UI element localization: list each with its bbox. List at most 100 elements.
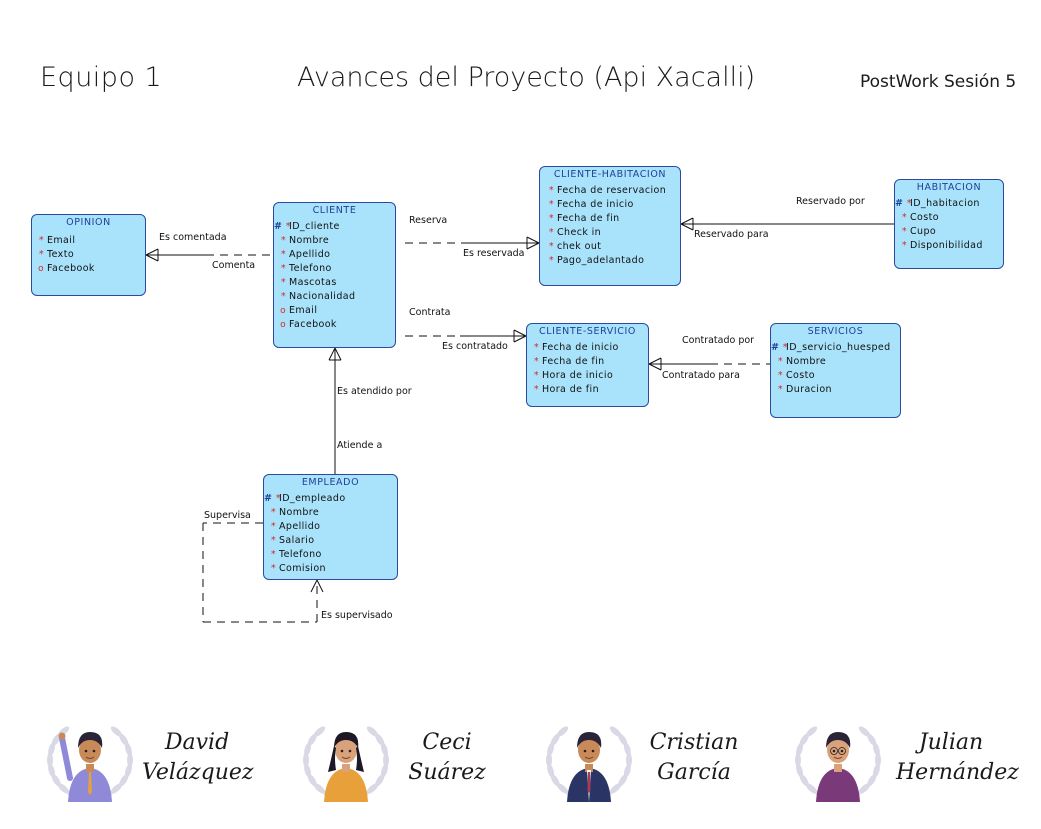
attribute-marker: * bbox=[38, 235, 44, 246]
entity-empleado[interactable]: EMPLEADO # *ID_empleado*Nombre*Apellido*… bbox=[263, 474, 398, 580]
attribute-marker: * bbox=[901, 240, 907, 251]
attribute: *Apellido bbox=[274, 248, 395, 262]
attribute-marker: # * bbox=[274, 221, 291, 232]
attribute-text: Fecha de fin bbox=[542, 356, 605, 367]
attribute-marker: * bbox=[548, 185, 554, 196]
attribute-list: # *ID_empleado*Nombre*Apellido*Salario*T… bbox=[264, 492, 397, 576]
attribute: *Nacionalidad bbox=[274, 290, 395, 304]
rel-label-es-atendido-por: Es atendido por bbox=[337, 386, 412, 397]
attribute: *Duracion bbox=[771, 383, 900, 397]
attribute-text: Nacionalidad bbox=[289, 291, 356, 302]
attribute: *Costo bbox=[895, 211, 1003, 225]
rel-label-es-supervisado: Es supervisado bbox=[321, 610, 393, 621]
attribute: *Hora de fin bbox=[527, 383, 648, 397]
avatar bbox=[546, 726, 632, 802]
attribute: *Apellido bbox=[264, 520, 397, 534]
entity-name: CLIENTE-HABITACION bbox=[553, 169, 667, 180]
attribute: *Telefono bbox=[264, 548, 397, 562]
entity-cliente[interactable]: CLIENTE # *ID_cliente*Nombre*Apellido*Te… bbox=[273, 202, 396, 348]
entity-cliente-servicio[interactable]: CLIENTE-SERVICIO *Fecha de inicio*Fecha … bbox=[526, 323, 649, 407]
attribute-marker: * bbox=[533, 356, 539, 367]
attribute: *Fecha de fin bbox=[542, 212, 680, 226]
attribute-marker: * bbox=[901, 212, 907, 223]
attribute-marker: * bbox=[38, 249, 44, 260]
attribute-marker: * bbox=[533, 370, 539, 381]
attribute-marker: o bbox=[280, 320, 286, 330]
attribute-marker: * bbox=[777, 384, 783, 395]
crowfoot-cliente-bottom bbox=[328, 347, 342, 361]
crowfoot-opinion bbox=[145, 248, 159, 262]
attribute: *Nombre bbox=[771, 355, 900, 369]
rel-label-es-comentada: Es comentada bbox=[159, 232, 227, 243]
rel-label-reserva: Reserva bbox=[409, 215, 448, 226]
attribute-marker: * bbox=[777, 356, 783, 367]
attribute: # *ID_cliente bbox=[274, 220, 395, 234]
entity-cliente-habitacion[interactable]: CLIENTE-HABITACION *Fecha de reservacion… bbox=[539, 166, 681, 286]
attribute-text: ID_habitacion bbox=[910, 198, 980, 209]
attribute: *Costo bbox=[771, 369, 900, 383]
attribute: *Mascotas bbox=[274, 276, 395, 290]
entity-name: CLIENTE bbox=[312, 205, 357, 216]
attribute-text: ID_empleado bbox=[279, 493, 346, 504]
attribute-marker: * bbox=[270, 507, 276, 518]
crowfoot-cliente-habitacion-left bbox=[526, 236, 540, 250]
rel-label-es-contratado: Es contratado bbox=[442, 341, 508, 352]
attribute: *Disponibilidad bbox=[895, 239, 1003, 253]
rel-label-reservado-por: Reservado por bbox=[796, 196, 865, 207]
attribute: *Texto bbox=[32, 248, 145, 262]
attribute-list: *Fecha de inicio*Fecha de fin*Hora de in… bbox=[527, 341, 648, 397]
attribute-marker: * bbox=[280, 277, 286, 288]
attribute-text: Duracion bbox=[786, 384, 832, 395]
attribute: # *ID_empleado bbox=[264, 492, 397, 506]
attribute-marker: * bbox=[270, 535, 276, 546]
attribute-marker: * bbox=[280, 291, 286, 302]
avatar bbox=[303, 726, 389, 802]
attribute-text: Hora de inicio bbox=[542, 370, 614, 381]
attribute-marker: * bbox=[901, 226, 907, 237]
attribute-marker: * bbox=[548, 227, 554, 238]
attribute-text: Email bbox=[47, 235, 76, 246]
attribute: *Fecha de reservacion bbox=[542, 184, 680, 198]
attribute: *Nombre bbox=[264, 506, 397, 520]
rel-label-reservado-para: Reservado para bbox=[694, 229, 769, 240]
attribute-marker: * bbox=[548, 199, 554, 210]
attribute: *chek out bbox=[542, 240, 680, 254]
entity-habitacion[interactable]: HABITACION # *ID_habitacion*Costo*Cupo*D… bbox=[894, 179, 1004, 269]
rel-label-comenta: Comenta bbox=[212, 260, 256, 271]
session-label: PostWork Sesión 5 bbox=[860, 72, 1017, 92]
attribute-marker: o bbox=[38, 264, 44, 274]
attribute-marker: * bbox=[280, 249, 286, 260]
attribute-text: Cupo bbox=[910, 226, 937, 237]
attribute-text: Nombre bbox=[786, 356, 827, 367]
attribute-text: Costo bbox=[786, 370, 815, 381]
entity-name: HABITACION bbox=[916, 182, 982, 193]
attribute-marker: * bbox=[777, 370, 783, 381]
attribute-list: # *ID_habitacion*Costo*Cupo*Disponibilid… bbox=[895, 197, 1003, 253]
attribute-marker: # * bbox=[771, 342, 788, 353]
attribute-text: Nombre bbox=[289, 235, 330, 246]
attribute-list: # *ID_cliente*Nombre*Apellido*Telefono*M… bbox=[274, 220, 395, 332]
attribute-text: Fecha de inicio bbox=[542, 342, 619, 353]
avatar bbox=[795, 726, 881, 802]
attribute-list: *Fecha de reservacion*Fecha de inicio*Fe… bbox=[540, 184, 680, 268]
entity-servicios[interactable]: SERVICIOS # *ID_servicio_huesped*Nombre*… bbox=[770, 323, 901, 418]
attribute: *Pago_adelantado bbox=[542, 254, 680, 268]
attribute-text: Nombre bbox=[279, 507, 320, 518]
attribute-list: # *ID_servicio_huesped*Nombre*Costo*Dura… bbox=[771, 341, 900, 397]
attribute: *Comision bbox=[264, 562, 397, 576]
attribute-marker: * bbox=[280, 263, 286, 274]
attribute-text: Fecha de inicio bbox=[557, 199, 634, 210]
attribute-marker: * bbox=[270, 549, 276, 560]
rel-label-contratado-por: Contratado por bbox=[682, 335, 755, 346]
entity-name: EMPLEADO bbox=[301, 477, 360, 488]
